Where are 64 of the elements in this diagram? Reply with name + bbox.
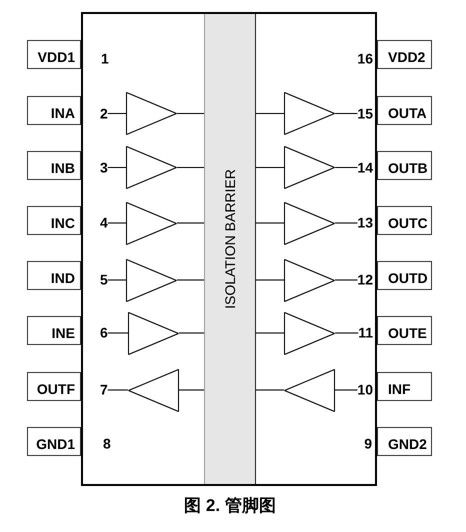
- buffer-symbol: [284, 258, 335, 302]
- pin-number: 15: [357, 106, 373, 121]
- pin-label: OUTE: [377, 316, 432, 345]
- pin-label: VDD2: [377, 40, 432, 69]
- buffer-symbol: [284, 146, 335, 189]
- pin-label: OUTF: [27, 372, 81, 401]
- pin-label: GND1: [27, 427, 81, 456]
- buffer-symbol: [284, 202, 335, 244]
- pin-label: GND2: [377, 427, 432, 456]
- signal-line: [334, 332, 359, 334]
- pin-number: 4: [100, 216, 108, 230]
- signal-line: [256, 167, 284, 168]
- pin-label: IND: [27, 261, 81, 290]
- signal-line: [334, 167, 358, 168]
- buffer-symbol: [284, 92, 335, 135]
- pin-number: 3: [100, 160, 108, 175]
- pin-number: 10: [357, 382, 373, 398]
- pin-label: INB: [27, 151, 81, 180]
- pin-number: 5: [100, 272, 108, 288]
- signal-line: [176, 167, 204, 168]
- signal-line: [334, 113, 358, 114]
- pin-number: 6: [100, 326, 108, 340]
- buffer-symbol: [128, 368, 179, 412]
- signal-line: [256, 222, 284, 224]
- signal-line: [107, 167, 126, 168]
- signal-line: [107, 222, 126, 224]
- pin-number: 7: [100, 382, 108, 398]
- buffer-symbol: [126, 92, 177, 135]
- pin-number: 13: [357, 216, 373, 230]
- pin-label: INF: [377, 372, 432, 401]
- pin-number: 16: [357, 51, 373, 66]
- buffer-symbol: [284, 368, 335, 412]
- chip-outline: [81, 12, 377, 486]
- buffer-symbol: [128, 312, 179, 354]
- isolation-barrier: [204, 14, 256, 484]
- signal-line: [334, 222, 358, 224]
- signal-line: [107, 113, 126, 114]
- signal-line: [256, 113, 284, 114]
- pin-number: 14: [357, 160, 373, 175]
- pin-label: OUTA: [377, 96, 432, 125]
- signal-line: [178, 332, 204, 334]
- buffer-symbol: [284, 312, 335, 354]
- signal-line: [176, 113, 204, 114]
- signal-line: [107, 332, 128, 334]
- pin-number: 2: [100, 106, 108, 121]
- pin-label: OUTB: [377, 151, 432, 180]
- buffer-symbol: [126, 258, 177, 302]
- pin-label: OUTD: [377, 261, 432, 290]
- pin-label: INE: [27, 316, 81, 345]
- barrier-label: ISOLATION BARRIER: [222, 169, 238, 309]
- pin-number: 11: [358, 326, 373, 340]
- buffer-symbol: [126, 202, 177, 244]
- pin-label: OUTC: [377, 206, 432, 235]
- signal-line: [256, 332, 284, 334]
- pin-label: VDD1: [27, 40, 81, 69]
- pin-number: 8: [103, 436, 111, 452]
- pin-label: INC: [27, 206, 81, 235]
- pin-number: 1: [101, 51, 109, 66]
- buffer-symbol: [126, 146, 177, 189]
- pin-label: INA: [27, 96, 81, 125]
- figure-caption: 图 2. 管脚图: [184, 496, 276, 516]
- pin-number: 12: [357, 272, 373, 288]
- signal-line: [176, 222, 204, 224]
- pin-number: 9: [364, 436, 372, 452]
